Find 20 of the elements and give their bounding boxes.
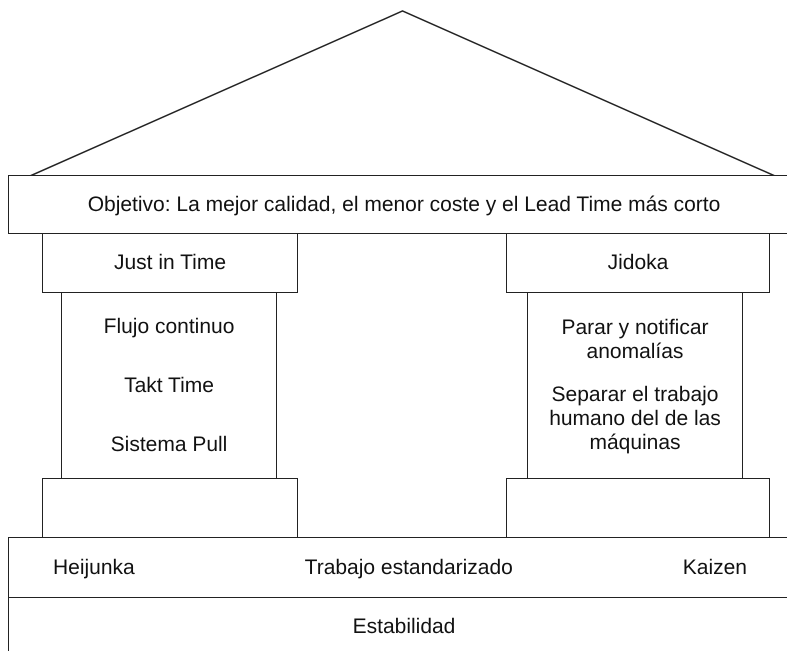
pillar-title: Jidoka — [608, 251, 668, 275]
foundation-text: Heijunka — [53, 556, 135, 580]
pillar-base — [42, 478, 298, 538]
foundation-band — [8, 537, 787, 598]
base-text: Estabilidad — [352, 615, 456, 639]
pillar-text: Flujo continuo — [104, 314, 234, 338]
foundation-text: Kaizen — [682, 556, 747, 580]
pillar-base — [506, 478, 770, 538]
pillar-text: Parar y notificar anomalías — [560, 316, 710, 364]
goal-band — [8, 175, 787, 234]
pillar-capital — [506, 233, 770, 293]
pillar-title: Just in Time — [114, 251, 226, 275]
pillar-shaft — [61, 292, 277, 479]
pillar-shaft — [527, 292, 743, 479]
pillar-text: Separar el trabajo humano del de las máquinas — [548, 383, 722, 455]
pillar-text: Sistema Pull — [110, 432, 228, 456]
pillar-capital — [42, 233, 298, 293]
pillar-text: Takt Time — [124, 374, 214, 398]
goal-text: Objetivo: La mejor calidad, el menor coste y el Lead Time más corto — [88, 192, 720, 216]
foundation-text: Trabajo estandarizado — [304, 556, 513, 580]
